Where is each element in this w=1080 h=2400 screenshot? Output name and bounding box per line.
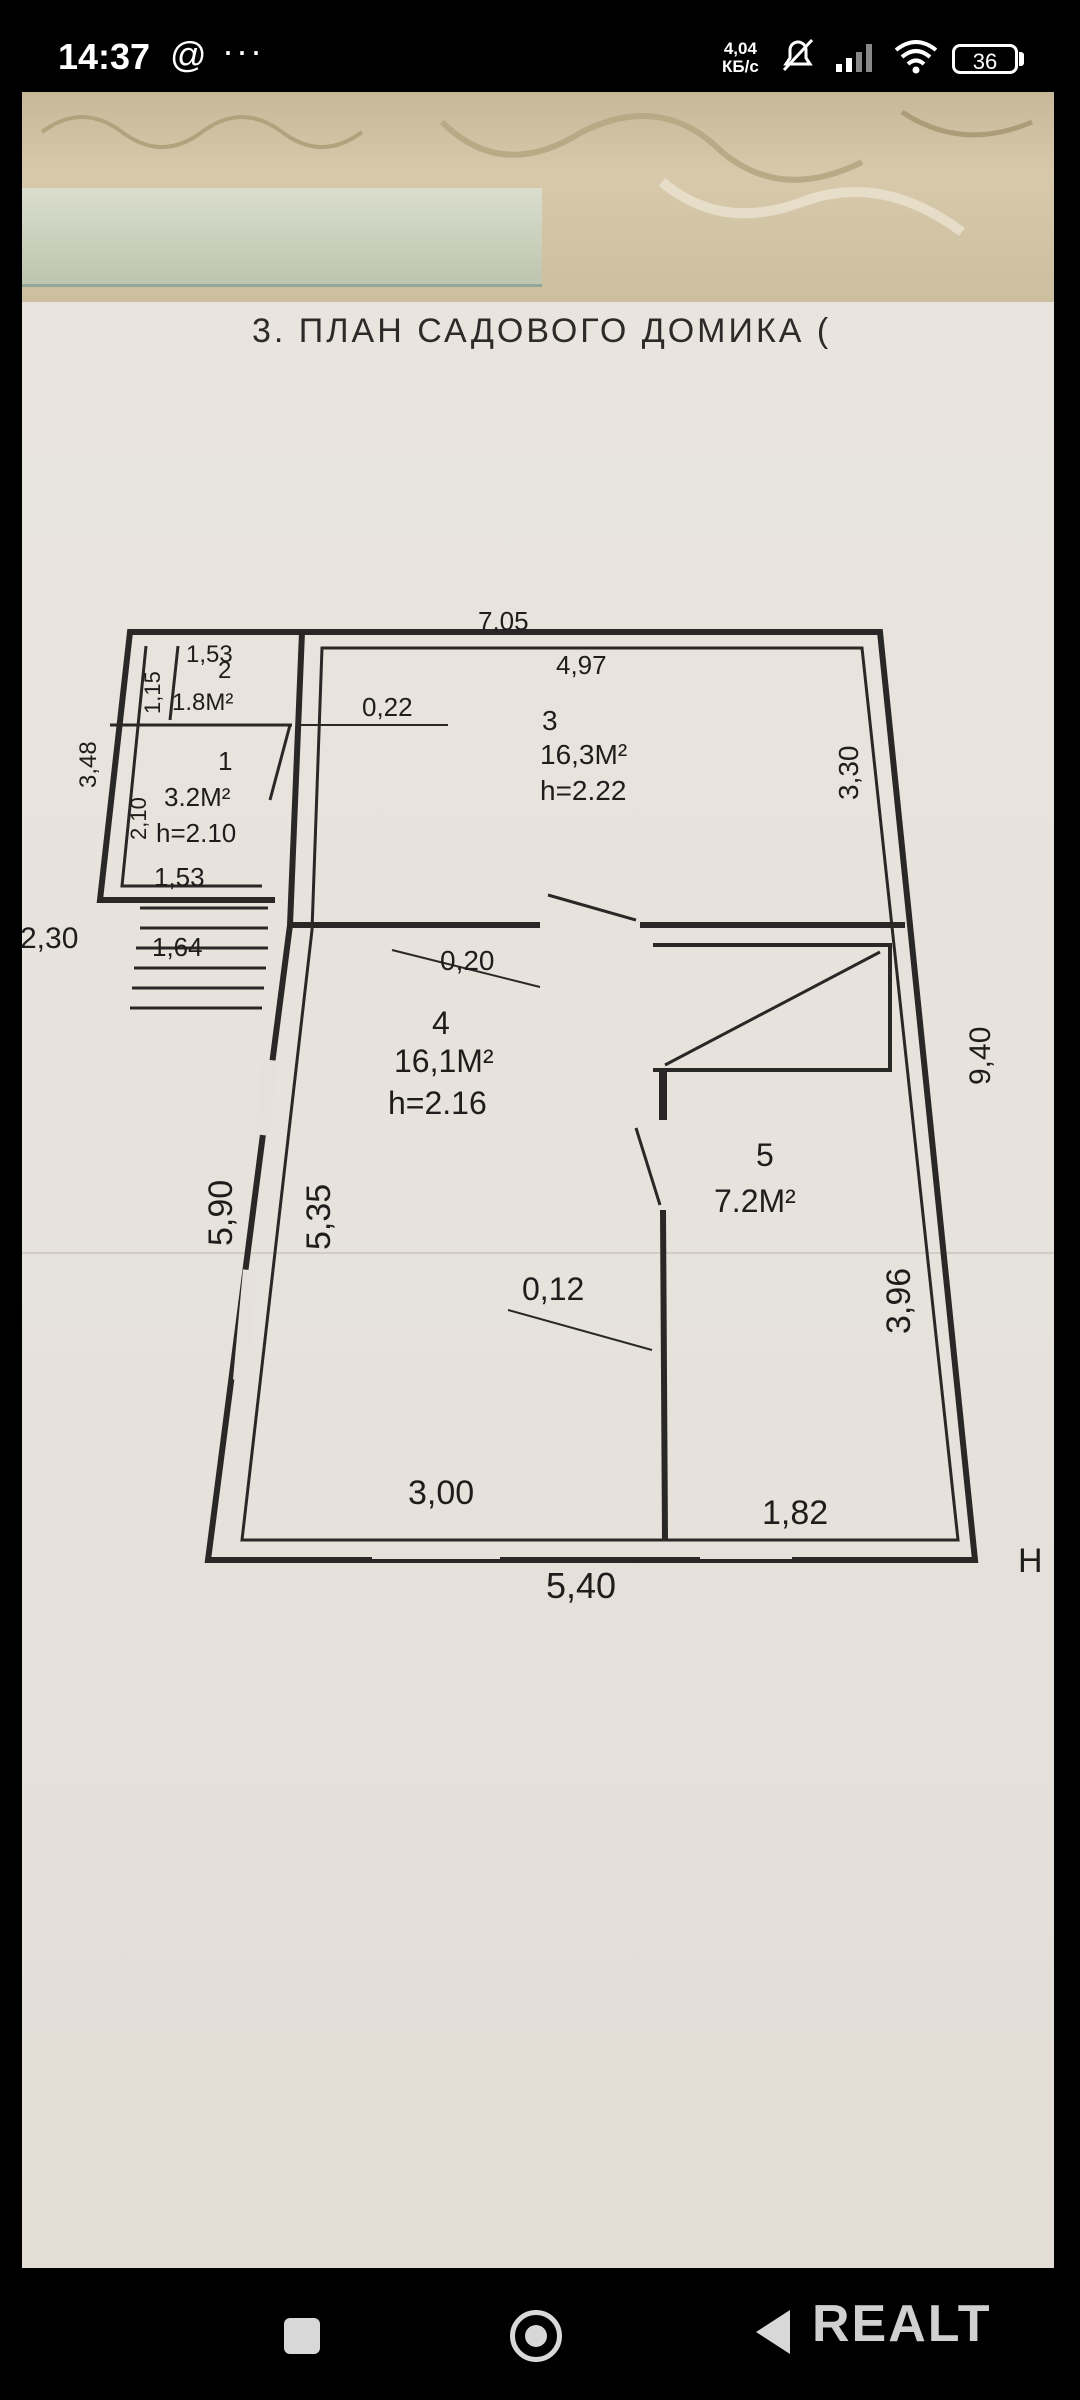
room-4-height: h=2.16 [388, 1085, 487, 1121]
battery-indicator: 36 [952, 44, 1018, 74]
dim-porch-width-bottom: 1,53 [154, 862, 205, 892]
dim-room4-width: 3,00 [408, 1474, 474, 1512]
battery-tip [1019, 52, 1024, 66]
dim-left-depth: 5,90 [202, 1180, 240, 1246]
room-5-number: 5 [756, 1137, 774, 1173]
room-1-height: h=2.10 [156, 818, 236, 848]
room-4-area: 16,1М² [394, 1043, 494, 1079]
plan-walls [96, 629, 979, 1563]
dim-edge-letter: Н [1018, 1542, 1043, 1580]
room-labels: 1 3.2М² h=2.10 2 1.8М² 3 16,3М² h=2.22 4… [156, 657, 796, 1219]
paper-fold-line [22, 1252, 1054, 1254]
recent-apps-button[interactable] [284, 2318, 320, 2354]
room-4-number: 4 [432, 1005, 450, 1041]
dim-porch-height: 3,48 [75, 741, 102, 788]
dim-wall-022: 0,22 [362, 692, 413, 722]
closet-diagonal [664, 950, 881, 1067]
wifi-icon [894, 40, 938, 74]
dim-room3-depth: 3,30 [833, 746, 864, 801]
network-speed-value: 4,04 [723, 39, 757, 58]
signal-strength-icon [836, 44, 872, 72]
porch-small-post [168, 645, 180, 721]
inner-outer-wall [240, 646, 960, 1542]
status-time: 14:37 [58, 36, 151, 77]
home-button[interactable] [510, 2310, 562, 2362]
window-left-2 [233, 1269, 257, 1381]
room-2-number: 2 [218, 657, 231, 684]
dim-room5-depth: 3,96 [880, 1268, 918, 1334]
network-speed: 4,04 КБ/с [722, 40, 759, 76]
leader-020 [391, 949, 541, 988]
realt-watermark: REALT [812, 2295, 992, 2353]
dim-porch-small-height: 1,15 [140, 671, 165, 714]
dim-total-depth: 9,40 [964, 1027, 997, 1085]
dim-bottom-total: 5,40 [546, 1565, 616, 1606]
dim-room3-width: 4,97 [556, 650, 607, 680]
dim-top-total: 7,05 [478, 606, 529, 636]
window-left-1 [255, 1059, 277, 1136]
plastic-sleeve [22, 188, 542, 287]
room-3-number: 3 [542, 705, 558, 736]
dim-room5-width: 1,82 [762, 1494, 828, 1532]
tablecloth-background [22, 92, 1054, 302]
outer-wall [204, 629, 979, 1563]
room-1-area: 3.2М² [164, 782, 231, 812]
dim-wall-012: 0,12 [522, 1271, 584, 1307]
dim-stairs-width: 1,64 [152, 932, 203, 962]
network-speed-unit: КБ/с [722, 57, 759, 76]
dim-stairs-offset: 2,30 [20, 922, 78, 955]
room-3-height: h=2.22 [540, 775, 626, 806]
dimension-labels: 7,05 4,97 3,30 9,40 3,96 5,35 5,90 3,00 … [20, 606, 1043, 1606]
plan-title: 3. ПЛАН САДОВОГО ДОМИКА ( [252, 312, 832, 350]
dim-porch-width-top: 1,53 [186, 641, 233, 668]
porch-stairs [130, 906, 268, 1010]
dim-wall-020: 0,20 [440, 945, 495, 976]
status-bar: 14:37 @ ··· 4,04 КБ/с 36 [0, 0, 1080, 92]
more-notifications-icon: ··· [222, 30, 264, 71]
back-button[interactable] [756, 2310, 790, 2354]
closet-wall [653, 943, 892, 1072]
at-notification-icon: @ [170, 34, 207, 75]
leader-012 [507, 1309, 653, 1351]
room-3-area: 16,3М² [540, 739, 627, 770]
room-1-number: 1 [218, 746, 232, 776]
wall-4-5 [660, 1209, 668, 1541]
door-swing-3 [547, 893, 637, 922]
lace-pattern [40, 109, 1033, 237]
dim-room4-depth: 5,35 [300, 1184, 338, 1250]
room-2-area: 1.8М² [172, 689, 233, 716]
dim-room1-height: 2,10 [126, 797, 151, 840]
porch-door [268, 724, 292, 801]
door-swing-4-5 [634, 1127, 662, 1206]
porch-wall [96, 629, 302, 903]
muted-alarm-icon [782, 38, 814, 72]
room-5-area: 7.2М² [714, 1183, 796, 1219]
